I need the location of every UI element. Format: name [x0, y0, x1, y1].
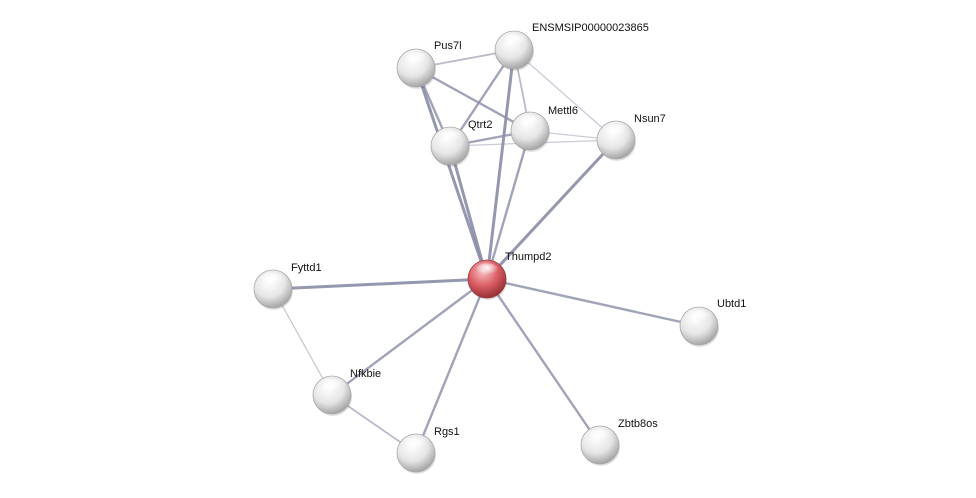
node-zbtb8os[interactable]: Zbtb8os	[580, 418, 658, 466]
node-highlight	[438, 130, 462, 145]
edge-thumpd2-mettl6[interactable]	[485, 129, 532, 281]
node-highlight	[404, 437, 428, 452]
node-mettl6[interactable]: Mettl6	[510, 105, 578, 152]
node-nfkbie[interactable]: Nfkbie	[312, 368, 381, 416]
node-rgs1[interactable]: Rgs1	[396, 426, 460, 474]
node-label-fyttd1: Fyttd1	[291, 262, 322, 274]
node-highlight	[687, 310, 711, 325]
edge-thumpd2-ensmsip[interactable]	[485, 48, 516, 281]
node-ensmsip[interactable]: ENSMSIP00000023865	[494, 22, 649, 71]
node-label-mettl6: Mettl6	[548, 105, 578, 117]
edge-ensmsip-nsun7[interactable]	[513, 49, 617, 141]
node-label-ensmsip: ENSMSIP00000023865	[532, 22, 649, 34]
node-highlight	[475, 263, 499, 278]
node-label-rgs1: Rgs1	[434, 426, 460, 438]
node-pus7l[interactable]: Pus7l	[396, 40, 462, 89]
edge-thumpd2-zbtb8os[interactable]	[485, 277, 602, 447]
edge-thumpd2-qtrt2[interactable]	[448, 144, 489, 281]
edge-thumpd2-fyttd1[interactable]	[271, 277, 489, 291]
node-highlight	[604, 124, 628, 139]
edge-fyttd1-nfkbie[interactable]	[272, 288, 333, 396]
edge-thumpd2-nsun7[interactable]	[485, 138, 618, 281]
node-label-zbtb8os: Zbtb8os	[618, 418, 658, 430]
node-highlight	[261, 273, 285, 288]
node-highlight	[502, 34, 526, 49]
edge-thumpd2-rgs1[interactable]	[414, 277, 489, 455]
node-label-nsun7: Nsun7	[634, 113, 666, 125]
node-fyttd1[interactable]: Fyttd1	[253, 262, 322, 310]
node-label-qtrt2: Qtrt2	[468, 119, 492, 131]
node-highlight	[588, 429, 612, 444]
node-highlight	[518, 115, 542, 130]
node-nsun7[interactable]: Nsun7	[596, 113, 666, 161]
node-thumpd2[interactable]: Thumpd2	[467, 251, 551, 300]
node-highlight	[404, 52, 428, 67]
edge-thumpd2-pus7l[interactable]	[414, 66, 489, 281]
edge-pus7l-mettl6[interactable]	[414, 66, 532, 133]
edge-thumpd2-nfkbie[interactable]	[330, 277, 489, 397]
node-qtrt2[interactable]: Qtrt2	[430, 119, 492, 167]
node-label-pus7l: Pus7l	[434, 40, 462, 52]
edge-thumpd2-ubtd1[interactable]	[485, 277, 701, 328]
node-label-ubtd1: Ubtd1	[717, 298, 746, 310]
node-label-thumpd2: Thumpd2	[505, 251, 551, 263]
node-highlight	[320, 379, 344, 394]
node-label-nfkbie: Nfkbie	[350, 368, 381, 380]
node-ubtd1[interactable]: Ubtd1	[679, 298, 746, 347]
